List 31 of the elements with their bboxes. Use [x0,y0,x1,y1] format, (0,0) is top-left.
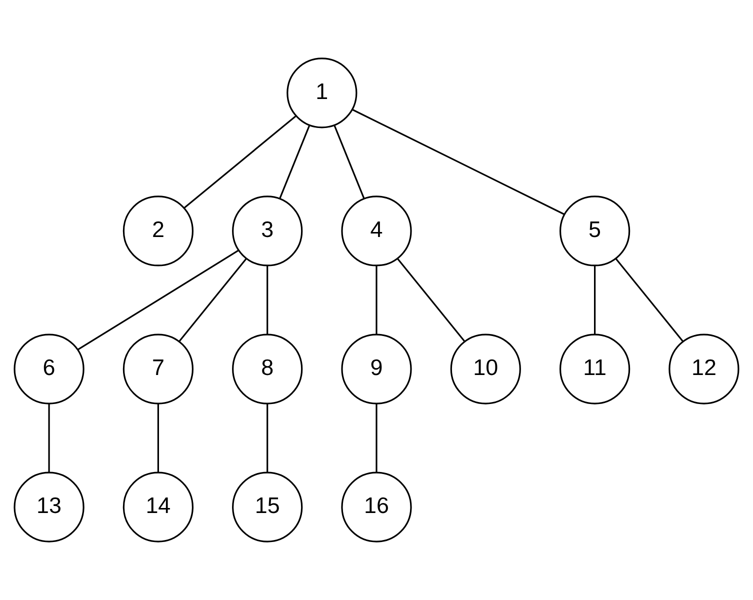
node-circle: 12 [668,334,740,404]
node-circle: 11 [560,334,630,404]
node-circle: 5 [560,196,630,266]
connector [396,258,466,342]
connector [184,116,296,208]
node-circle: 13 [14,472,84,542]
node-circle: 16 [341,472,412,542]
connector [266,266,268,334]
node-circle: 1 [286,58,358,128]
node-circle: 8 [232,334,303,404]
node-circle: 10 [450,334,521,404]
connector [376,266,378,334]
node-circle: 7 [122,334,194,404]
node-circle: 6 [14,334,84,404]
node-circle: 4 [341,196,412,266]
connector [352,109,564,215]
node-circle: 2 [122,196,194,266]
connector [594,266,596,334]
connector [78,250,239,350]
connector [615,258,684,342]
node-circle: 3 [232,196,303,266]
connector [178,258,247,342]
connector [157,404,159,472]
connector [279,126,310,200]
connector [334,126,365,200]
connector [266,404,268,472]
node-circle: 9 [341,334,412,404]
connector [376,404,378,472]
node-circle: 15 [232,472,303,542]
connector [48,404,50,472]
node-circle: 14 [122,472,194,542]
